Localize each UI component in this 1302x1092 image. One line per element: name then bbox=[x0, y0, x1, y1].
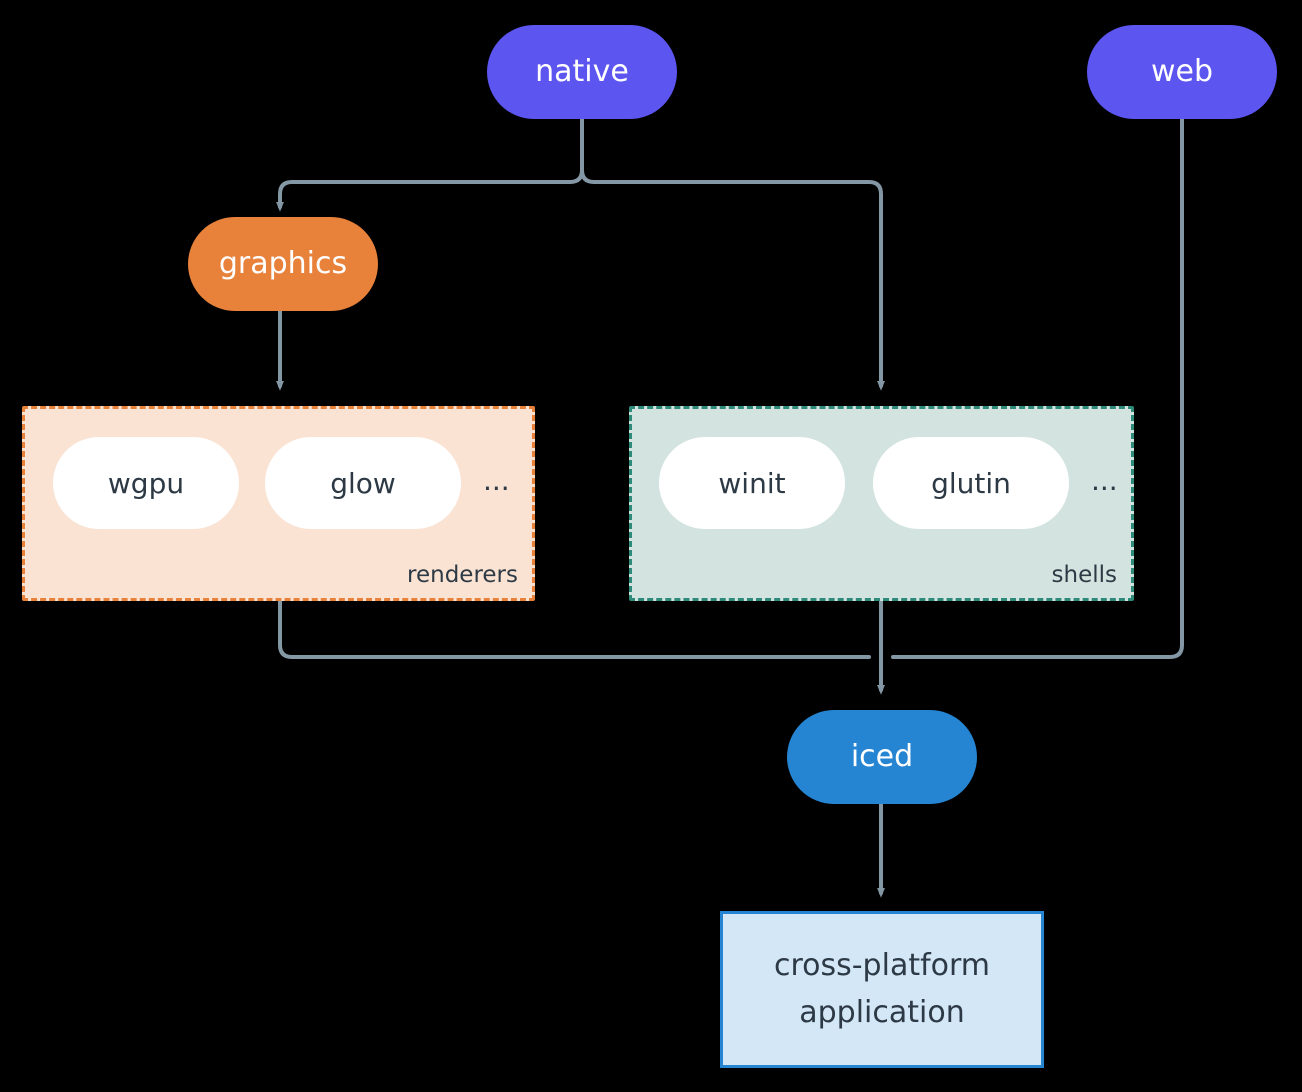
node-winit[interactable]: winit bbox=[659, 437, 845, 529]
edge-native-graphics bbox=[276, 168, 584, 212]
node-web-label: web bbox=[1150, 54, 1214, 90]
node-wgpu-label: wgpu bbox=[107, 466, 185, 500]
node-glow[interactable]: glow bbox=[265, 437, 461, 529]
node-application-text: cross-platform application bbox=[774, 943, 990, 1036]
node-glutin[interactable]: glutin bbox=[873, 437, 1069, 529]
node-glow-label: glow bbox=[330, 466, 396, 500]
node-winit-label: winit bbox=[718, 466, 786, 500]
group-renderers-label: renderers bbox=[407, 562, 518, 588]
node-application-line2: application bbox=[799, 994, 965, 1030]
node-native[interactable]: native bbox=[487, 25, 677, 119]
edge-native-shells bbox=[580, 168, 885, 391]
node-application-line1: cross-platform bbox=[773, 948, 991, 983]
shells-more-ellipsis: ... bbox=[1091, 464, 1118, 497]
node-iced[interactable]: iced bbox=[787, 710, 977, 804]
node-graphics[interactable]: graphics bbox=[188, 217, 378, 311]
node-graphics-label: graphics bbox=[218, 246, 348, 282]
node-native-label: native bbox=[535, 54, 629, 90]
node-web[interactable]: web bbox=[1087, 25, 1277, 119]
group-renderers: wgpu glow ... renderers bbox=[22, 406, 535, 601]
node-application[interactable]: cross-platform application bbox=[720, 911, 1044, 1068]
edge-renderers-iced bbox=[278, 599, 871, 659]
node-iced-label: iced bbox=[850, 739, 914, 775]
node-glutin-label: glutin bbox=[931, 466, 1011, 500]
renderers-more-ellipsis: ... bbox=[483, 464, 510, 497]
group-shells-label: shells bbox=[1051, 562, 1117, 588]
group-shells: winit glutin ... shells bbox=[629, 406, 1134, 601]
node-wgpu[interactable]: wgpu bbox=[53, 437, 239, 529]
